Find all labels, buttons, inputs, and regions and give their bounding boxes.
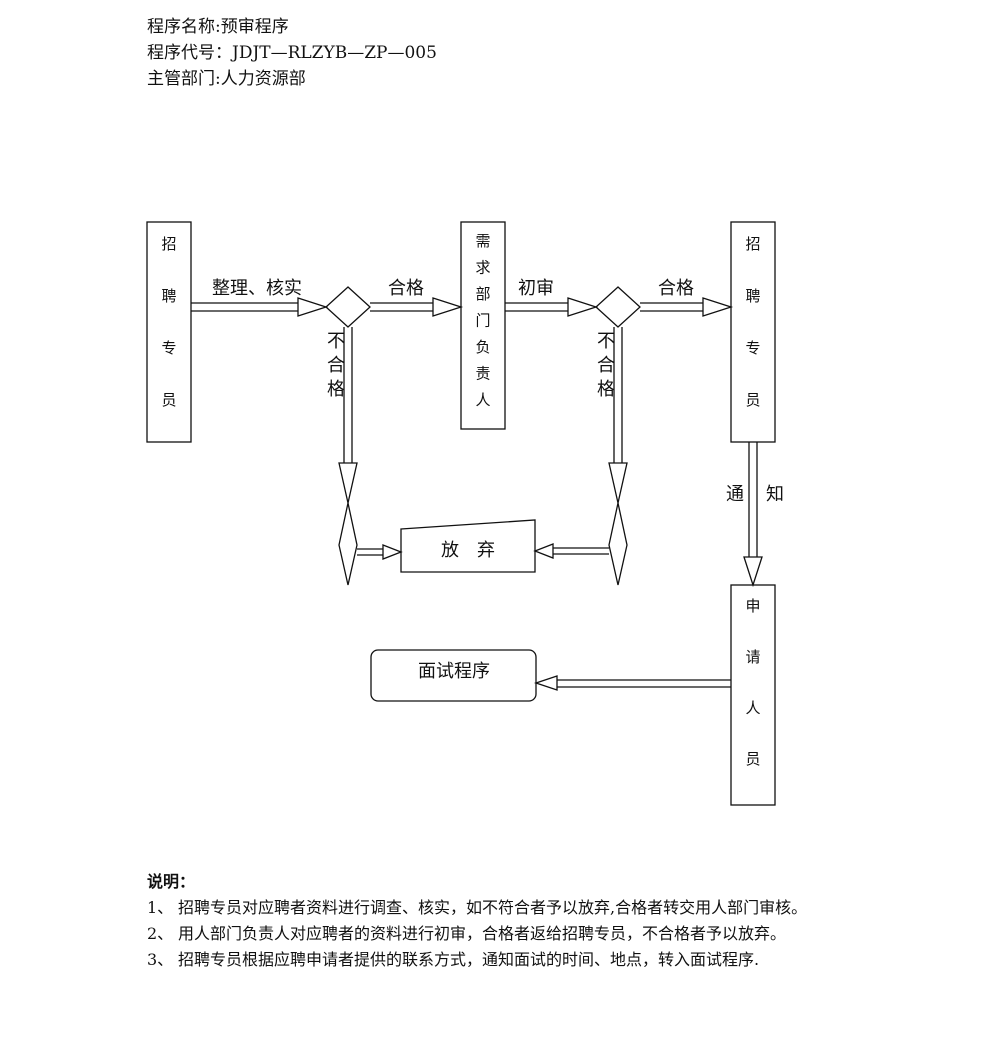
note-number: 3、 xyxy=(147,950,174,969)
box-dept-head-label: 需 xyxy=(475,232,490,250)
arrow-diamond-2-to-recruiter-2 xyxy=(640,297,734,317)
decision-diamond-2 xyxy=(595,286,641,328)
box-recruiter-1-label: 员 xyxy=(161,391,176,409)
notes-section: 说明： 1、 招聘专员对应聘者资料进行调查、核实，如不符合者予以放弃,合格者转交… xyxy=(147,870,847,974)
label-notify: 知 xyxy=(766,484,784,505)
program-code: 程序代号：JDJT—RLZYB—ZP—005 xyxy=(147,43,437,63)
note-item-2: 2、 用人部门负责人对应聘者的资料进行初审，合格者返给招聘专员，不合格者予以放弃… xyxy=(147,922,847,946)
label-unqualified-1: 合 xyxy=(327,355,345,376)
box-abandon-label: 放 弃 xyxy=(441,540,495,561)
arrow-right-to-abandon xyxy=(533,543,609,559)
label-unqualified-2: 不 xyxy=(597,331,615,352)
box-recruiter-2-label: 招 xyxy=(745,235,760,253)
box-recruiter-2-label: 专 xyxy=(745,339,760,357)
box-dept-head-label: 求 xyxy=(475,259,490,277)
label-organize-verify: 整理、核实 xyxy=(212,278,302,299)
arrow-recruiter-2-to-applicant xyxy=(743,442,763,588)
box-interview-label: 面试程序 xyxy=(418,661,490,682)
label-initial-review: 初审 xyxy=(518,278,554,299)
box-interview xyxy=(370,649,537,702)
arrow-diamond-1-to-dept-head xyxy=(370,297,464,317)
box-dept-head-label: 部 xyxy=(475,285,490,303)
box-recruiter-2-label: 聘 xyxy=(745,287,760,305)
box-recruiter-1-label: 招 xyxy=(161,235,176,253)
box-recruiter-1-label: 聘 xyxy=(161,287,176,305)
note-text: 用人部门负责人对应聘者的资料进行初审，合格者返给招聘专员，不合格者予以放弃。 xyxy=(178,924,787,943)
arrow-diamond-1-down xyxy=(338,327,358,504)
arrow-recruiter-to-diamond-1 xyxy=(191,297,329,317)
box-applicant-label: 员 xyxy=(745,750,760,768)
box-applicant xyxy=(730,584,776,806)
box-dept-head-label: 门 xyxy=(475,312,490,330)
note-item-3: 3、 招聘专员根据应聘申请者提供的联系方式，通知面试的时间、地点，转入面试程序. xyxy=(147,948,847,972)
note-text: 招聘专员根据应聘申请者提供的联系方式，通知面试的时间、地点，转入面试程序. xyxy=(178,950,760,969)
arrow-dept-head-to-diamond-2 xyxy=(505,297,599,317)
label-qualified-2: 合格 xyxy=(658,278,694,299)
arrow-left-to-abandon xyxy=(357,544,403,560)
box-applicant-label: 申 xyxy=(745,597,760,615)
label-qualified-1: 合格 xyxy=(388,278,424,299)
box-recruiter-2 xyxy=(730,221,776,443)
label-unqualified-1: 不 xyxy=(327,331,345,352)
box-applicant-label: 人 xyxy=(745,699,760,717)
box-dept-head-label: 负 xyxy=(475,338,490,356)
note-item-1: 1、 招聘专员对应聘者资料进行调查、核实，如不符合者予以放弃,合格者转交用人部门… xyxy=(147,896,847,920)
box-abandon xyxy=(400,519,536,573)
note-number: 2、 xyxy=(147,924,174,943)
notes-title: 说明： xyxy=(147,872,196,891)
connector-right-lower xyxy=(608,502,628,586)
box-dept-head-label: 责 xyxy=(475,365,490,383)
note-number: 1、 xyxy=(147,898,174,917)
box-applicant-label: 请 xyxy=(745,648,760,666)
box-dept-head xyxy=(460,221,506,430)
label-unqualified-2: 格 xyxy=(597,379,615,400)
department: 主管部门:人力资源部 xyxy=(147,69,306,89)
box-recruiter-1-label: 专 xyxy=(161,339,176,357)
box-recruiter-1 xyxy=(146,221,192,443)
note-text: 招聘专员对应聘者资料进行调查、核实，如不符合者予以放弃,合格者转交用人部门审核。 xyxy=(178,898,808,917)
arrow-applicant-to-interview xyxy=(533,675,731,691)
label-unqualified-1: 格 xyxy=(327,379,345,400)
box-dept-head-label: 人 xyxy=(475,391,490,409)
decision-diamond-1 xyxy=(325,286,371,328)
box-recruiter-2-label: 员 xyxy=(745,391,760,409)
label-notify: 通 xyxy=(726,484,744,505)
connector-left-lower xyxy=(338,502,358,586)
label-unqualified-2: 合 xyxy=(597,355,615,376)
program-name: 程序名称:预审程序 xyxy=(147,17,289,37)
document-header: 程序名称:预审程序 程序代号：JDJT—RLZYB—ZP—005 主管部门:人力… xyxy=(147,14,437,92)
arrow-diamond-2-down xyxy=(608,327,628,504)
